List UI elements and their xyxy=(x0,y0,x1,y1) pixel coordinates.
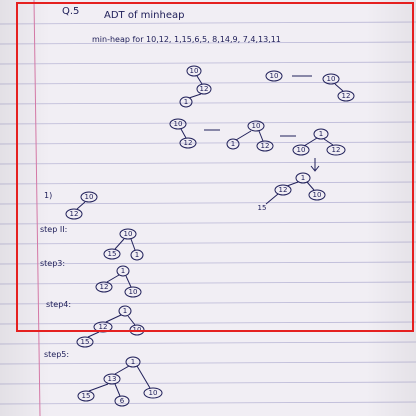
step-label-5: step5: xyxy=(44,350,69,359)
node-10: 10 xyxy=(149,389,158,397)
node-12: 12 xyxy=(70,210,79,218)
question-number: Q.5 xyxy=(62,6,79,17)
node-12: 12 xyxy=(342,92,351,100)
node-12: 12 xyxy=(99,323,108,331)
margin-line xyxy=(33,0,41,416)
ruled-lines xyxy=(0,21,416,405)
node-15: 15 xyxy=(258,204,267,212)
node-15: 15 xyxy=(108,250,117,258)
page-title: ADT of minheap xyxy=(104,10,184,21)
heap-diagrams xyxy=(65,65,355,407)
step-label-3: step3: xyxy=(40,259,65,268)
step-label-1: 1) xyxy=(44,191,52,200)
node-10: 10 xyxy=(252,122,261,130)
node-1: 1 xyxy=(301,174,305,182)
node-10: 10 xyxy=(129,288,138,296)
node-12: 12 xyxy=(261,142,270,150)
node-12: 12 xyxy=(200,85,209,93)
selection-rectangle[interactable] xyxy=(16,2,414,332)
node-6: 6 xyxy=(120,397,125,405)
node-1: 1 xyxy=(184,98,188,106)
node-12: 12 xyxy=(184,139,193,147)
node-12: 12 xyxy=(332,146,341,154)
node-12: 12 xyxy=(279,186,288,194)
node-10: 10 xyxy=(270,72,279,80)
node-1: 1 xyxy=(231,140,235,148)
step-label-2: step II: xyxy=(40,225,67,234)
node-10: 10 xyxy=(174,120,183,128)
node-10: 10 xyxy=(313,191,322,199)
node-15: 15 xyxy=(82,392,91,400)
node-10: 10 xyxy=(85,193,94,201)
node-13: 13 xyxy=(108,375,117,383)
page-subtitle: min-heap for 10,12, 1,15,6,5, 8,14,9, 7,… xyxy=(92,35,281,44)
node-1: 1 xyxy=(123,307,127,315)
node-10: 10 xyxy=(297,146,306,154)
node-10: 10 xyxy=(190,67,199,75)
node-1: 1 xyxy=(135,251,139,259)
node-1: 1 xyxy=(319,130,323,138)
node-12: 12 xyxy=(100,283,109,291)
step-label-4: step4: xyxy=(46,300,71,309)
node-10: 10 xyxy=(327,75,336,83)
node-10: 10 xyxy=(124,230,133,238)
node-15: 15 xyxy=(81,338,90,346)
node-1: 1 xyxy=(131,358,135,366)
node-1: 1 xyxy=(121,267,125,275)
